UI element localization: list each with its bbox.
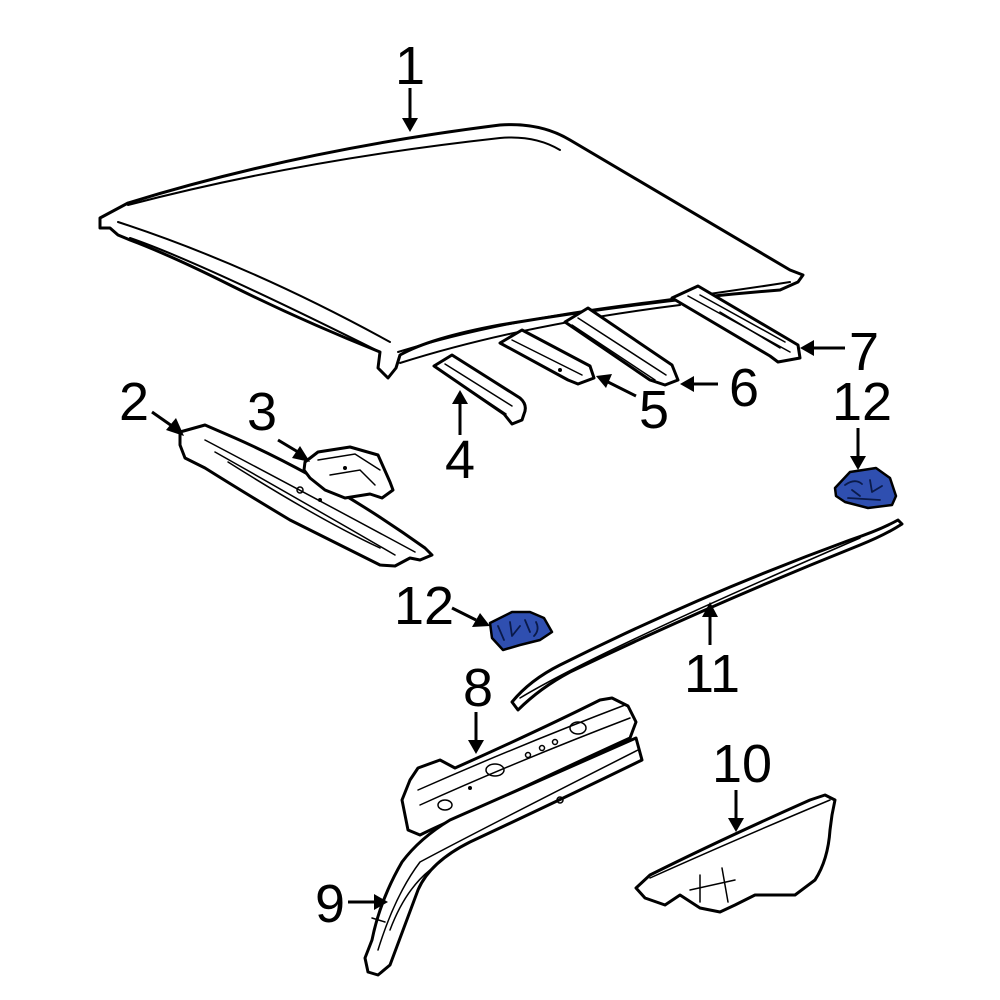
roof-rail-11 [510, 518, 904, 712]
roof-panel [98, 123, 805, 380]
callout-5: 5 [639, 380, 669, 440]
highlight-shape-right [833, 466, 898, 510]
reinforcement-12-right [833, 466, 898, 510]
roof-bow-7 [670, 284, 802, 364]
callout-7: 7 [849, 322, 879, 382]
callout-1: 1 [395, 36, 425, 96]
callout-2: 2 [119, 372, 149, 432]
callout-12-left: 12 [394, 576, 454, 636]
callout-10: 10 [712, 734, 772, 794]
callout-8: 8 [463, 658, 493, 718]
callout-11: 11 [684, 644, 740, 704]
reinforcement-10 [634, 793, 837, 914]
reinforcement-12-left [488, 610, 554, 652]
rail-inner-8 [400, 696, 638, 837]
bracket-3 [302, 445, 395, 500]
rail-outer-9 [363, 736, 644, 977]
front-header-panel-2 [178, 423, 434, 568]
roof-bow-4 [432, 353, 527, 426]
callout-3: 3 [247, 382, 277, 442]
roof-bow-5 [498, 328, 596, 386]
callout-12-right: 12 [832, 372, 892, 432]
callout-labels: 1 2 3 4 5 6 7 8 9 10 11 12 12 [119, 36, 892, 934]
roof-bow-6 [563, 306, 680, 387]
callout-6: 6 [729, 358, 759, 418]
leader-arrows [151, 88, 866, 910]
callout-4: 4 [445, 430, 475, 490]
callout-9: 9 [315, 874, 345, 934]
